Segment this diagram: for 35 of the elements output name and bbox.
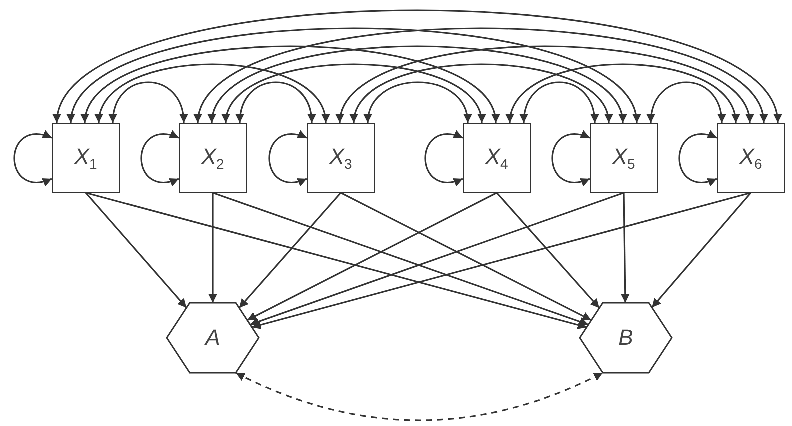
node-label: X$_{3}$ xyxy=(330,144,352,172)
arrow xyxy=(252,192,752,330)
node-label: X$_{6}$ xyxy=(740,144,762,172)
node-label: X$_{4}$ xyxy=(486,144,508,172)
arrow xyxy=(620,192,630,304)
arrow xyxy=(14,131,52,186)
arrow xyxy=(652,192,752,308)
arrow xyxy=(85,192,188,309)
node-label: X$_{5}$ xyxy=(612,144,636,172)
variable-box xyxy=(52,123,120,193)
arrow xyxy=(678,131,718,186)
node-label: X$_{2}$ xyxy=(202,144,224,172)
arrow xyxy=(340,192,592,322)
arrow xyxy=(247,192,498,322)
hexagon-node xyxy=(167,303,259,373)
arrow xyxy=(250,192,624,326)
variable-box xyxy=(463,123,531,193)
arrow xyxy=(212,192,589,326)
node-label: X$_{1}$ xyxy=(74,144,98,172)
variable-box xyxy=(179,123,247,193)
arrow xyxy=(208,193,218,303)
hexagon-node xyxy=(580,303,672,373)
arrow xyxy=(552,131,590,186)
arrow xyxy=(496,192,600,309)
arrow xyxy=(238,192,342,309)
arrow xyxy=(140,131,180,186)
arrow xyxy=(86,192,588,330)
node-label: B xyxy=(618,325,634,351)
arrow xyxy=(424,131,464,186)
node-label: A xyxy=(206,325,220,351)
variable-box xyxy=(717,123,785,193)
variable-box xyxy=(307,123,375,193)
variable-box xyxy=(590,123,658,193)
dashed-arrow xyxy=(236,372,604,422)
arrow xyxy=(268,131,308,186)
